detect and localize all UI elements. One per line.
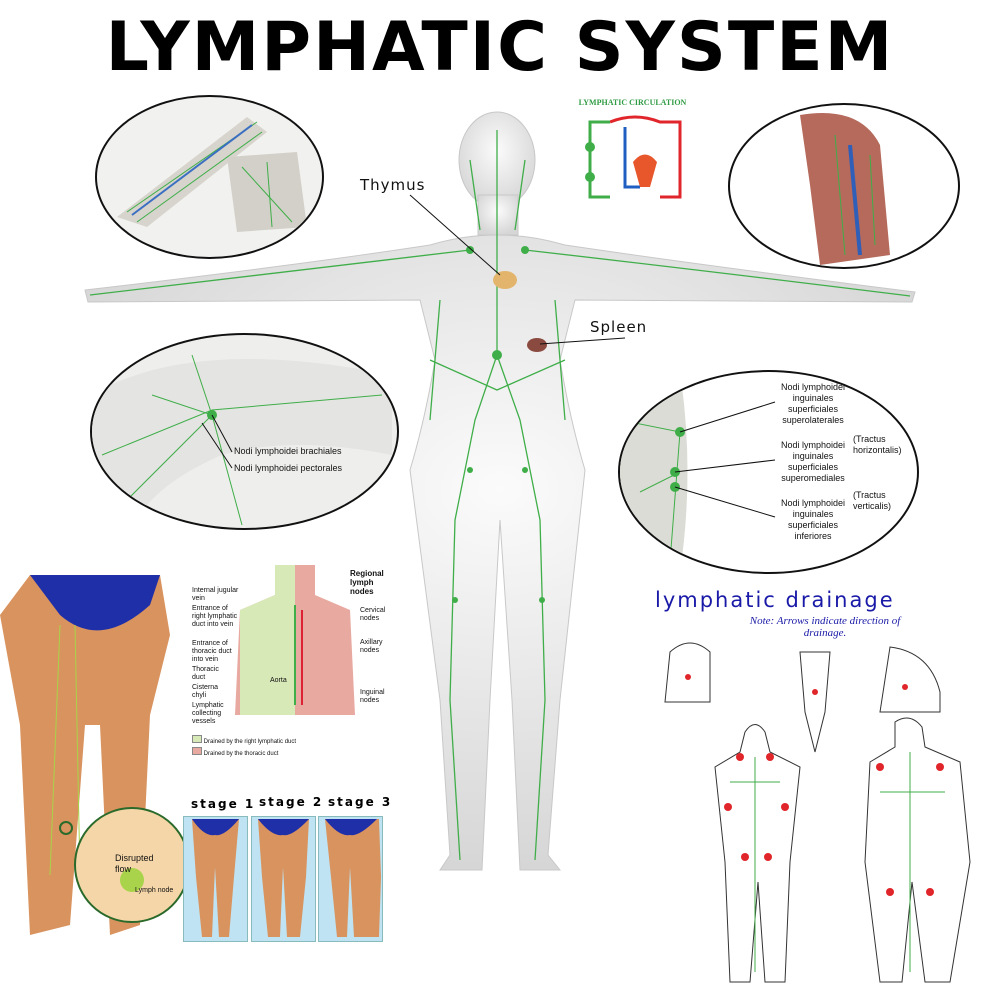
stage-1-legs bbox=[183, 816, 248, 942]
regional-heading: Regional lymph nodes bbox=[350, 569, 384, 596]
lymph-nodes bbox=[452, 246, 545, 603]
label-thoracic-duct: Thoracic duct bbox=[192, 666, 219, 681]
leg-lymphedema-illustration bbox=[0, 575, 190, 935]
label-cisterna-chyli: Cisterna chyli bbox=[192, 684, 219, 699]
arm-hand-oval bbox=[95, 95, 324, 259]
spleen-label: Spleen bbox=[590, 318, 648, 336]
spleen-organ bbox=[527, 338, 547, 352]
label-axillary-nodes: Axillary nodes bbox=[360, 639, 383, 654]
legend-thoracic-duct: Drained by the thoracic duct bbox=[192, 747, 278, 760]
page-title: LYMPHATIC SYSTEM bbox=[105, 8, 895, 87]
armpit-nodes-oval: Nodi lymphoidei brachiales Nodi lymphoid… bbox=[90, 333, 399, 530]
stage-3-label: stage 3 bbox=[328, 795, 393, 809]
label-aorta: Aorta bbox=[270, 677, 287, 684]
label-inguinal-nodes: Inguinal nodes bbox=[360, 689, 385, 704]
legend-right-duct-text: Drained by the right lymphatic duct bbox=[203, 739, 297, 745]
stage-3-legs bbox=[318, 816, 383, 942]
label-collecting-vessels: Lymphatic collecting vessels bbox=[192, 702, 224, 725]
lymph-node-label: Lymph node bbox=[135, 887, 174, 894]
label-internal-jugular: Internal jugular vein bbox=[192, 587, 239, 602]
pectoral-nodes-label: Nodi lymphoidei pectorales bbox=[234, 463, 343, 473]
lymph-vessels bbox=[89, 130, 911, 861]
drainage-figures bbox=[664, 642, 971, 983]
tractus-verticalis-label: (Tractus verticalis) bbox=[853, 490, 892, 511]
neck-anatomy-oval bbox=[728, 103, 960, 269]
stage-1-label: stage 1 bbox=[191, 797, 256, 811]
disrupted-flow-label: Disrupted flow bbox=[115, 853, 154, 874]
legend-right-duct: Drained by the right lymphatic duct bbox=[192, 735, 296, 748]
inferior-nodes-label: Nodi lymphoidei inguinales superficiales… bbox=[780, 498, 846, 541]
drainage-title: lymphatic drainage bbox=[655, 588, 895, 612]
tractus-horizontalis-label: (Tractus horizontalis) bbox=[853, 434, 902, 455]
label-thoracic-entrance: Entrance of thoracic duct into vein bbox=[192, 640, 232, 663]
stage-2-legs bbox=[251, 816, 316, 942]
label-cervical-nodes: Cervical nodes bbox=[360, 607, 386, 622]
lymphatic-circulation-diagram: LYMPHATIC CIRCULATION bbox=[565, 98, 700, 216]
brachial-nodes-label: Nodi lymphoidei brachiales bbox=[234, 446, 342, 456]
thymus-label: Thymus bbox=[360, 176, 426, 194]
superolateral-nodes-label: Nodi lymphoidei inguinales superficiales… bbox=[780, 382, 846, 425]
label-right-lymphatic-entrance: Entrance of right lymphatic duct into ve… bbox=[192, 605, 238, 628]
drainage-note: Note: Arrows indicate direction of drain… bbox=[749, 615, 901, 639]
superomedial-nodes-label: Nodi lymphoidei inguinales superficiales… bbox=[780, 440, 846, 483]
legend-thoracic-duct-text: Drained by the thoracic duct bbox=[203, 751, 279, 757]
stage-2-label: stage 2 bbox=[259, 795, 324, 809]
groin-nodes-oval: Nodi lymphoidei inguinales superficiales… bbox=[618, 370, 919, 574]
thymus-organ bbox=[493, 271, 517, 289]
circulation-title: LYMPHATIC CIRCULATION bbox=[578, 98, 687, 107]
regional-lymph-nodes-diagram: Regional lymph nodes Internal jugular ve… bbox=[190, 565, 405, 760]
